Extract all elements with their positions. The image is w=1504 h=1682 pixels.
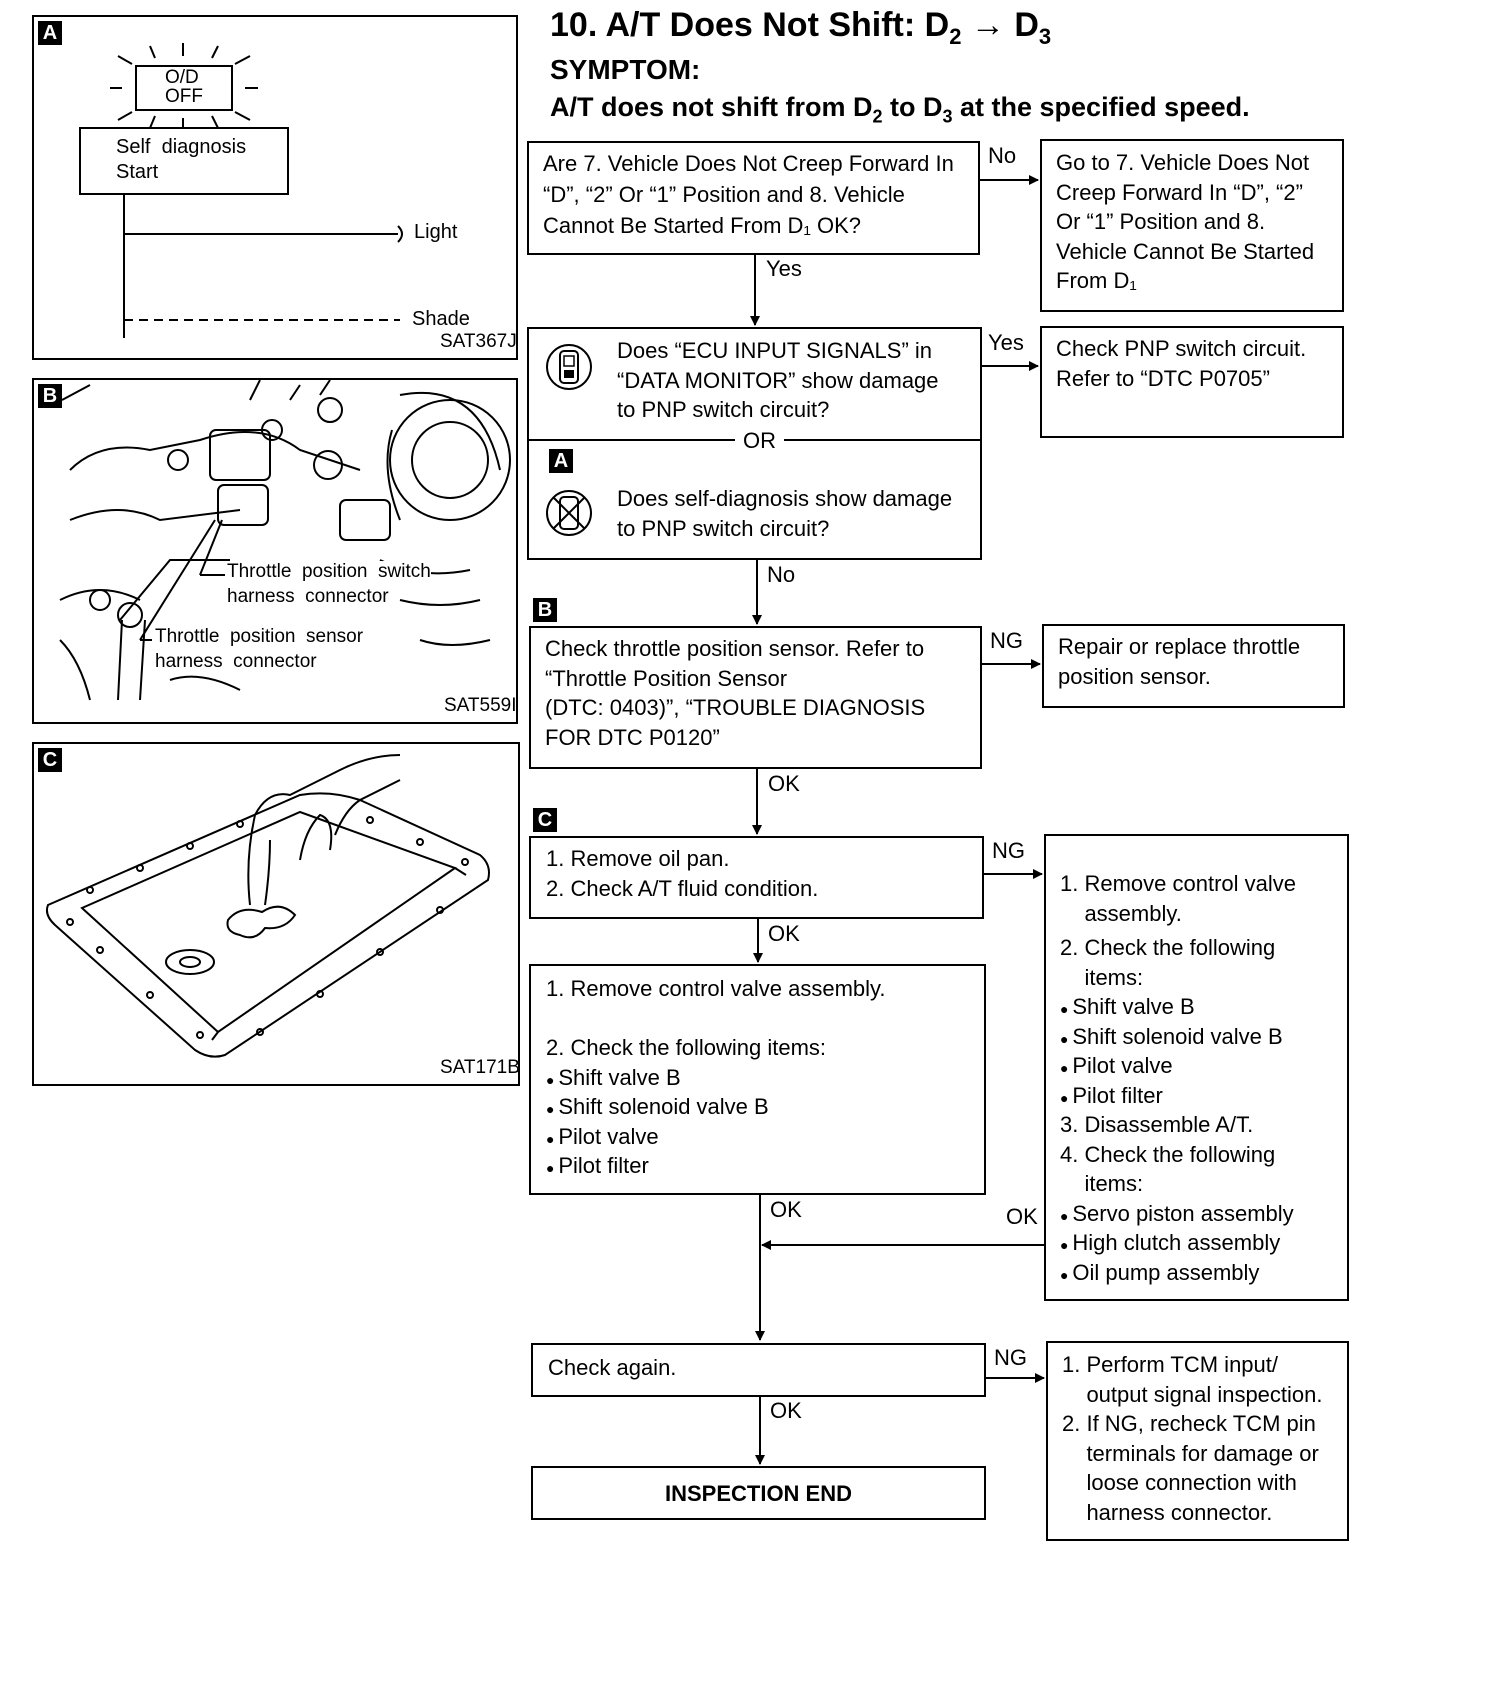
or-label: OR [735,428,784,454]
figure-a-code: SAT367J [440,331,517,352]
figure-c-code: SAT171B [440,1057,520,1078]
q1-no-box: Go to 7. Vehicle Does Not Creep Forward … [1040,139,1344,312]
page-title: 10. A/T Does Not Shift: D2 → D3 [550,6,1052,49]
q4-ng-bullet-3: Pilot valve [1060,1050,1172,1084]
q3-ng-text: Repair or replace throttle position sens… [1058,634,1301,689]
figure-c-panel [32,742,520,1086]
q2-yes-box: Check PNP switch circuit. Refer to “DTC … [1040,326,1344,438]
figure-b-tag: B [38,384,62,408]
q4-ng-label: NG [992,838,1025,863]
figure-a-tag: A [38,21,62,45]
q2-bottom-text: Does self-diagnosis show damage to PNP s… [617,486,953,541]
q4-ng-l5: 3. Disassemble A/T. [1060,1112,1254,1137]
q6-ng-label: NG [994,1345,1027,1370]
q4-ng-l6: 4. Check the following [1060,1142,1276,1167]
tp-switch-label-1: Throttle position switch [227,561,431,583]
self-diagnosis-icon [545,489,593,537]
self-diag-line2: Start [116,161,159,183]
q1-yes-label: Yes [766,256,802,281]
q1-text: Are 7. Vehicle Does Not Creep Forward In… [543,151,954,238]
tp-sensor-label-2: harness connector [155,651,317,673]
q6-box: Check again. [531,1343,986,1397]
q5-bullet-1: Shift valve B [546,1062,680,1096]
q3-ng-label: NG [990,628,1023,653]
q5-bullet-4: Pilot filter [546,1150,648,1184]
light-label: Light [414,221,458,243]
inspection-end-box: INSPECTION END [531,1466,986,1520]
q4-ng-l1: 1. Remove control valve [1060,871,1296,896]
q6-ng-text: 1. Perform TCM input/ output signal insp… [1062,1352,1323,1525]
q3-box: Check throttle position sensor. Refer to… [529,626,982,769]
q4-ng-bullet-7: Oil pump assembly [1060,1257,1259,1291]
q3-tag-b: B [533,598,557,622]
tp-sensor-label-1: Throttle position sensor [155,626,364,648]
q4-ng-l4: items: [1060,965,1144,990]
q2-box: Does “ECU INPUT SIGNALS” in “DATA MONITO… [527,327,982,560]
q2-no-label: No [767,562,796,587]
q4-ng-bullet-1: Shift valve B [1060,991,1194,1025]
symptom-text: A/T does not shift from D2 to D3 at the … [550,92,1250,127]
q4-tag-c: C [533,808,557,832]
q2-yes-text: Check PNP switch circuit. Refer to “DTC … [1056,336,1307,391]
q1-no-label: No [988,143,1017,168]
q4-ok-label: OK [768,921,800,946]
q4-ng-bullet-4: Pilot filter [1060,1080,1162,1114]
q3-text: Check throttle position sensor. Refer to… [545,636,926,750]
q5-bullet-2: Shift solenoid valve B [546,1091,768,1125]
lamp-od-text: O/D [165,67,199,88]
q4-ng-l2: assembly. [1060,901,1182,926]
q4-text: 1. Remove oil pan. 2. Check A/T fluid co… [546,846,819,901]
right-ok-label: OK [1006,1204,1038,1229]
q6-ok-label: OK [770,1398,802,1423]
q2-yes-label: Yes [988,330,1024,355]
self-diag-line1: Self diagnosis [116,136,247,158]
q4-ng-bullet-5: Servo piston assembly [1060,1198,1293,1232]
q3-ok-label: OK [768,771,800,796]
figure-b-code: SAT559I [444,695,517,716]
q5-ok-label: OK [770,1197,802,1222]
inspection-end-text: INSPECTION END [664,1481,853,1506]
q4-ng-l7: items: [1060,1171,1144,1196]
q6-text: Check again. [548,1355,677,1380]
monitor-icon [545,343,593,391]
q5-bullet-3: Pilot valve [546,1121,658,1155]
q1-no-text: Go to 7. Vehicle Does Not Creep Forward … [1056,150,1315,293]
q4-ng-l3: 2. Check the following [1060,935,1276,960]
q4-box: 1. Remove oil pan. 2. Check A/T fluid co… [529,836,984,919]
q5-l1: 1. Remove control valve assembly. [546,976,886,1001]
q2-tag-a: A [549,449,573,473]
q5-l2: 2. Check the following items: [546,1035,827,1060]
q4-ng-box: 1. Remove control valve assembly. 2. Che… [1044,834,1349,1301]
figure-c-tag: C [38,748,62,772]
q4-ng-bullet-2: Shift solenoid valve B [1060,1021,1282,1055]
q3-ng-box: Repair or replace throttle position sens… [1042,624,1345,708]
lamp-off-text: OFF [165,86,203,107]
q2-top-text: Does “ECU INPUT SIGNALS” in “DATA MONITO… [617,338,939,422]
symptom-label: SYMPTOM: [550,54,701,85]
q1-box: Are 7. Vehicle Does Not Creep Forward In… [527,141,980,255]
q5-box: 1. Remove control valve assembly. 2. Che… [529,964,986,1195]
q6-ng-box: 1. Perform TCM input/ output signal insp… [1046,1341,1349,1541]
tp-switch-label-2: harness connector [227,586,389,608]
q4-ng-bullet-6: High clutch assembly [1060,1227,1280,1261]
shade-label: Shade [412,308,470,330]
